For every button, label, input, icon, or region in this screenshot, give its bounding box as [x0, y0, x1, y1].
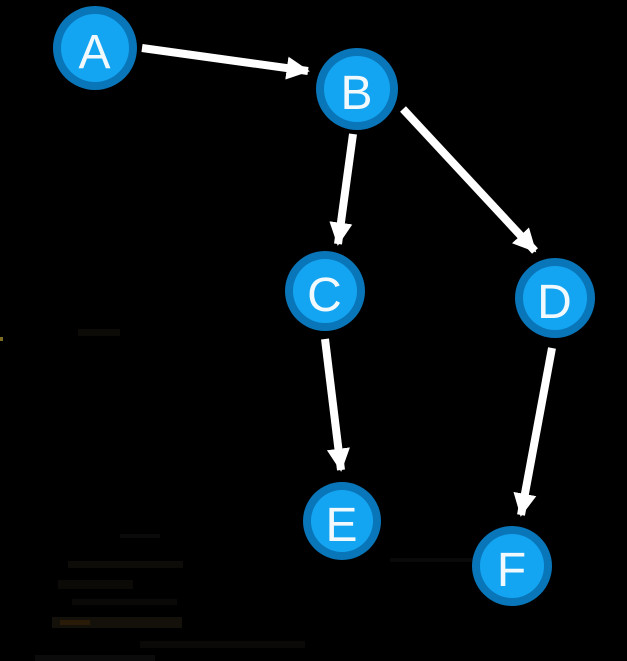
background-artifact [120, 534, 160, 538]
graph-node-B[interactable]: B [316, 48, 398, 130]
artifact-layer [0, 329, 475, 661]
node-layer: A B C D E F [53, 6, 595, 606]
edge-A-B [141, 44, 310, 80]
graph-node-D[interactable]: D [515, 258, 595, 338]
edge-B-D [400, 106, 538, 254]
graph-node-F[interactable]: F [472, 526, 552, 606]
background-artifact [58, 580, 133, 589]
edge-layer [141, 44, 556, 517]
background-artifact [60, 620, 90, 625]
node-inner-circle [293, 259, 357, 323]
edge-C-E [321, 338, 350, 472]
node-inner-circle [324, 56, 390, 122]
background-artifact [72, 599, 177, 605]
node-inner-circle [61, 14, 129, 82]
edge-D-F [513, 347, 556, 517]
background-artifact [68, 561, 183, 568]
node-inner-circle [311, 490, 373, 552]
background-artifact [35, 655, 155, 661]
node-inner-circle [523, 266, 587, 330]
edge-B-C [329, 133, 357, 246]
background-artifact [52, 617, 182, 628]
background-artifact [78, 329, 120, 336]
graph-node-C[interactable]: C [285, 251, 365, 331]
node-inner-circle [480, 534, 544, 598]
background-artifact [390, 558, 475, 562]
graph-node-E[interactable]: E [303, 482, 381, 560]
graph-node-A[interactable]: A [53, 6, 137, 90]
background-artifact [0, 337, 3, 341]
background-artifact [140, 641, 305, 648]
